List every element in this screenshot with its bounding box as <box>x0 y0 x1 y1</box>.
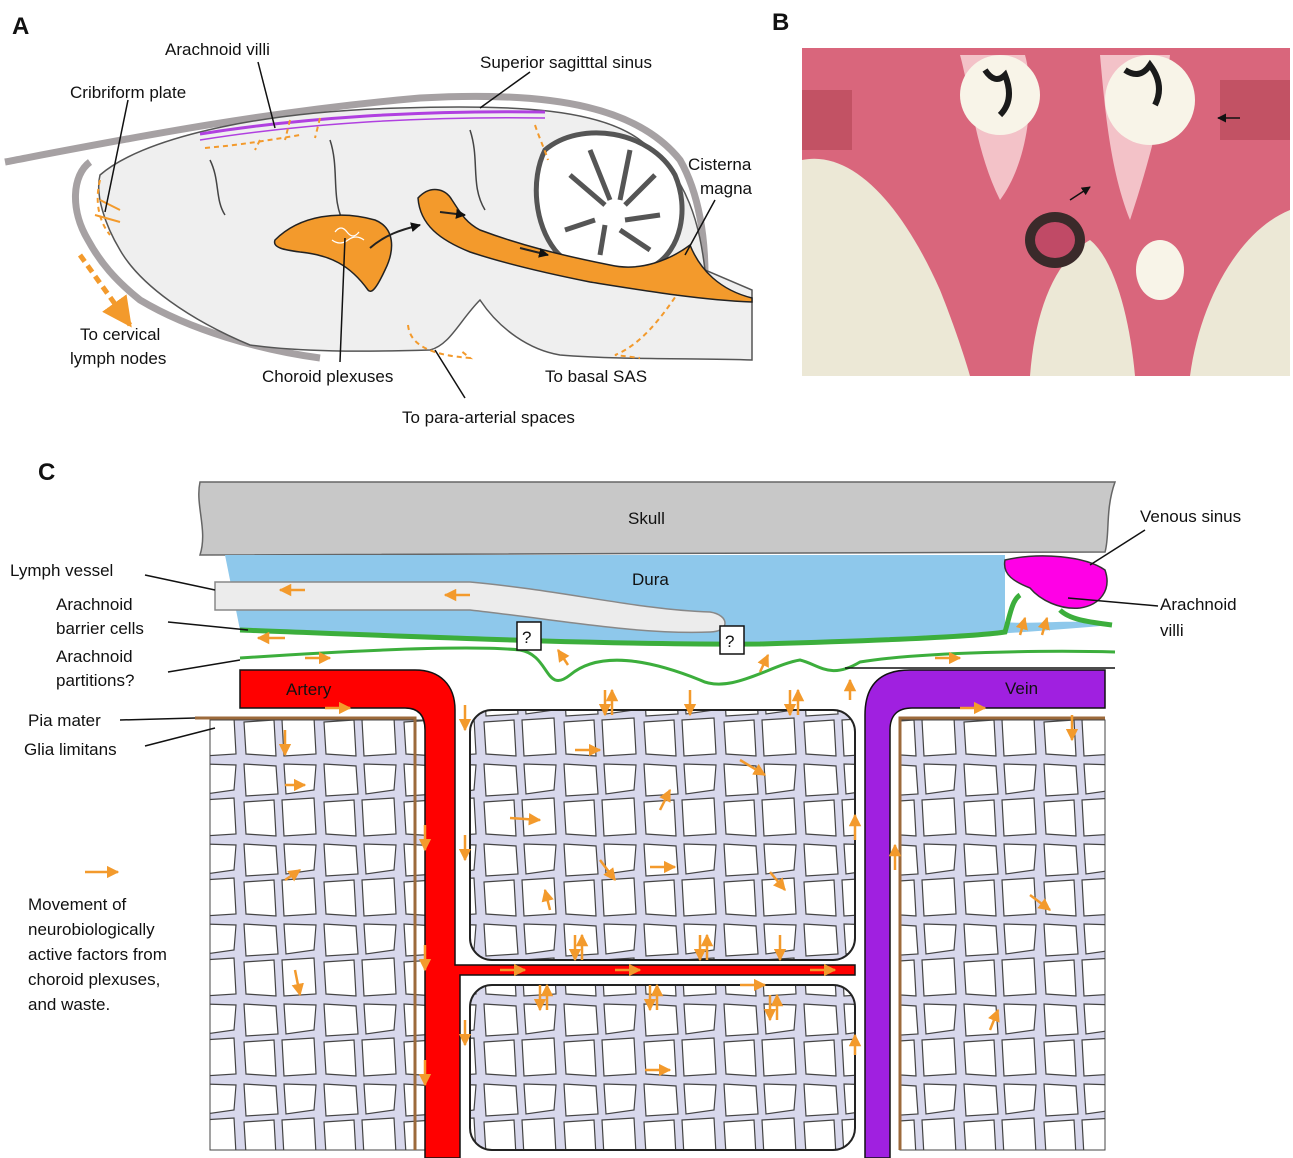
label-villi-1: Arachnoid <box>1160 595 1237 614</box>
histology-image <box>802 48 1290 376</box>
panel-b: B <box>770 0 1293 440</box>
legend-line-5: and waste. <box>28 995 110 1014</box>
legend-line-2: neurobiologically <box>28 920 155 939</box>
label-villi-2: villi <box>1160 621 1184 640</box>
leader-lymph <box>145 575 215 590</box>
legend-line-3: active factors from <box>28 945 167 964</box>
label-superior-sinus: Superior sagitttal sinus <box>480 53 652 72</box>
tissue-block-right <box>900 720 1105 1150</box>
panel-a-letter: A <box>12 13 29 40</box>
label-venous-sinus: Venous sinus <box>1140 507 1241 526</box>
label-dura: Dura <box>632 570 669 589</box>
label-glia-limitans: Glia limitans <box>24 740 117 759</box>
tissue-block-left <box>210 720 425 1150</box>
question-mark-2: ? <box>725 632 734 651</box>
label-cisterna-2: magna <box>700 179 753 198</box>
label-cribriform: Cribriform plate <box>70 83 186 102</box>
leader-partitions <box>168 660 240 672</box>
label-barrier-1: Arachnoid <box>56 595 133 614</box>
label-lymph-vessel: Lymph vessel <box>10 561 113 580</box>
panel-a: A Arachnoid villi Superior sagi <box>0 0 770 440</box>
legend-line-1: Movement of <box>28 895 127 914</box>
label-arachnoid-villi: Arachnoid villi <box>165 40 270 59</box>
label-para-arterial: To para-arterial spaces <box>402 408 575 427</box>
label-vein: Vein <box>1005 679 1038 698</box>
legend-line-4: choroid plexuses, <box>28 970 160 989</box>
leader-glia <box>145 728 215 746</box>
question-mark-1: ? <box>522 628 531 647</box>
label-skull: Skull <box>628 509 665 528</box>
panel-c: C Skull Dura Venous sinus Lymph vessel A… <box>0 440 1293 1158</box>
panel-c-letter: C <box>38 459 55 486</box>
label-cervical-2: lymph nodes <box>70 349 166 368</box>
tissue-block-center-bottom <box>470 985 855 1150</box>
label-partitions-2: partitions? <box>56 671 134 690</box>
label-barrier-2: barrier cells <box>56 619 144 638</box>
leader-pia <box>120 718 195 720</box>
label-cisterna-1: Cisterna <box>688 155 752 174</box>
panel-b-letter: B <box>772 9 789 36</box>
tissue-block-center-top <box>470 710 855 960</box>
label-basal-sas: To basal SAS <box>545 367 647 386</box>
label-cervical-1: To cervical <box>80 325 160 344</box>
leader-barrier <box>168 622 248 630</box>
label-artery: Artery <box>286 680 332 699</box>
label-partitions-1: Arachnoid <box>56 647 133 666</box>
label-choroid: Choroid plexuses <box>262 367 393 386</box>
cerebellum <box>536 133 682 274</box>
label-pia-mater: Pia mater <box>28 711 101 730</box>
